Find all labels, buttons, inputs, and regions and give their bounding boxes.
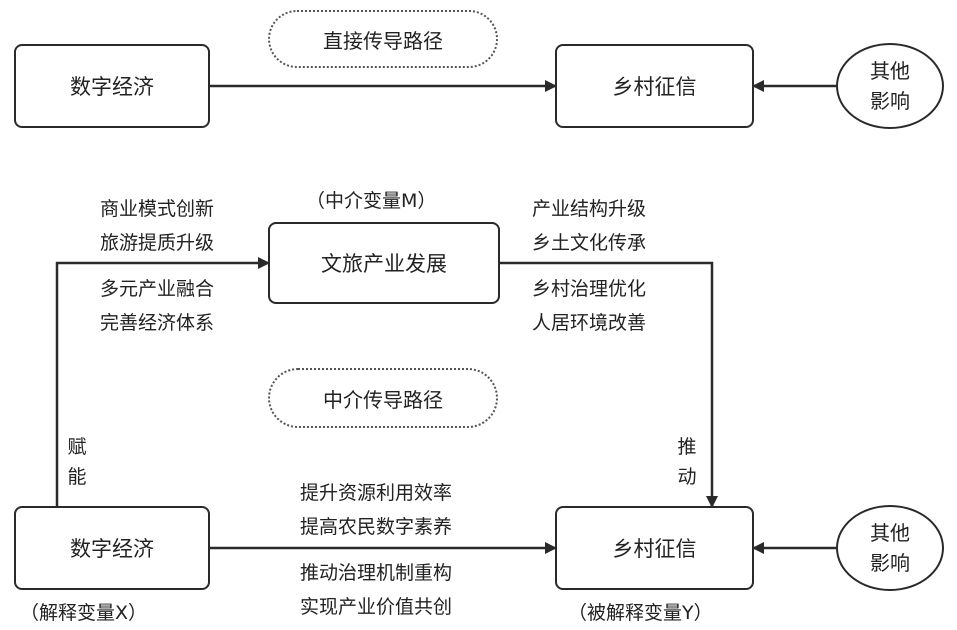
left-upper-effects: 商业模式创新 旅游提质升级	[100, 198, 215, 254]
left-lower-effects: 多元产业融合 完善经济体系	[100, 278, 215, 334]
digital-economy-box-bottom: 数字经济	[14, 506, 210, 590]
right-upper-effects: 产业结构升级 乡土文化传承	[532, 198, 647, 254]
rural-credit-box-top: 乡村征信	[555, 44, 754, 128]
direct-path-label: 直接传导路径	[268, 10, 498, 68]
other-influence-ellipse-top: 其他 影响	[836, 43, 944, 129]
drive-label: 推 动	[677, 436, 697, 488]
rural-credit-label-top: 乡村征信	[612, 75, 697, 99]
rural-credit-label-bottom: 乡村征信	[612, 537, 697, 561]
digital-economy-label-bottom: 数字经济	[70, 537, 154, 561]
dependent-variable-note: （被解释变量Y）	[568, 602, 713, 624]
empower-label: 赋 能	[67, 436, 87, 488]
digital-economy-label-top: 数字经济	[70, 75, 154, 99]
mediator-variable-note: （中介变量M）	[306, 190, 437, 212]
mediation-path-label: 中介传导路径	[268, 368, 498, 428]
mid-upper-effects: 提升资源利用效率 提高农民数字素养	[300, 482, 453, 538]
digital-economy-box-top: 数字经济	[14, 44, 210, 128]
drive-arrow	[500, 261, 718, 508]
cultural-tourism-box: 文旅产业发展	[268, 222, 500, 304]
explanatory-variable-note: （解释变量X）	[20, 602, 148, 624]
rural-credit-box-bottom: 乡村征信	[555, 506, 754, 590]
right-lower-effects: 乡村治理优化 人居环境改善	[532, 278, 647, 334]
mid-lower-effects: 推动治理机制重构 实现产业价值共创	[300, 562, 453, 618]
empower-arrow	[55, 257, 270, 506]
other-influence-ellipse-bottom: 其他 影响	[836, 505, 944, 591]
cultural-tourism-label: 文旅产业发展	[321, 252, 447, 276]
